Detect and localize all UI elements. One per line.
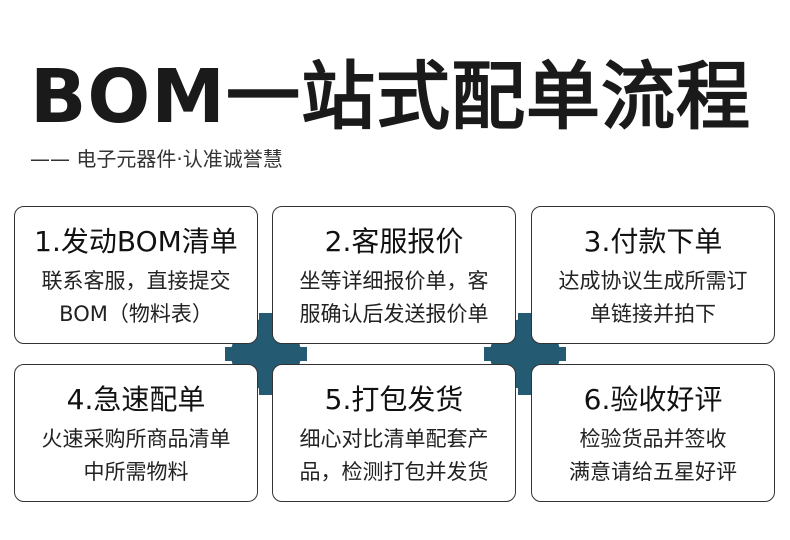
step-title: 5.打包发货 <box>324 383 464 416</box>
step-desc: 达成协议生成所需订 <box>558 269 748 293</box>
step-title: 6.验收好评 <box>583 383 723 416</box>
step-title: 4.急速配单 <box>66 383 206 416</box>
page-subtitle: —— 电子元器件·认准诚誉慧 <box>30 147 283 171</box>
step-card-1: 1.发动BOM清单 联系客服，直接提交 BOM（物料表） <box>14 206 258 344</box>
step-title: 3.付款下单 <box>583 225 723 258</box>
step-desc: 单链接并拍下 <box>590 302 716 326</box>
step-card-6: 6.验收好评 检验货品并签收 满意请给五星好评 <box>531 364 775 502</box>
step-desc: 满意请给五星好评 <box>569 460 737 484</box>
step-card-2: 2.客服报价 坐等详细报价单，客 服确认后发送报价单 <box>272 206 516 344</box>
step-desc: 火速采购所商品清单 <box>41 427 231 451</box>
step-card-3: 3.付款下单 达成协议生成所需订 单链接并拍下 <box>531 206 775 344</box>
step-title: 2.客服报价 <box>324 225 464 258</box>
step-desc: 品，检测打包并发货 <box>299 460 489 484</box>
step-card-4: 4.急速配单 火速采购所商品清单 中所需物料 <box>14 364 258 502</box>
step-desc: BOM（物料表） <box>59 302 213 326</box>
step-desc: 细心对比清单配套产 <box>299 427 489 451</box>
step-desc: 服确认后发送报价单 <box>299 302 489 326</box>
step-desc: 检验货品并签收 <box>579 427 727 451</box>
step-desc: 坐等详细报价单，客 <box>299 269 489 293</box>
step-desc: 联系客服，直接提交 <box>41 269 231 293</box>
step-desc: 中所需物料 <box>83 460 189 484</box>
step-card-5: 5.打包发货 细心对比清单配套产 品，检测打包并发货 <box>272 364 516 502</box>
step-title: 1.发动BOM清单 <box>34 225 238 258</box>
page-title: BOM一站式配单流程 <box>30 54 751 140</box>
